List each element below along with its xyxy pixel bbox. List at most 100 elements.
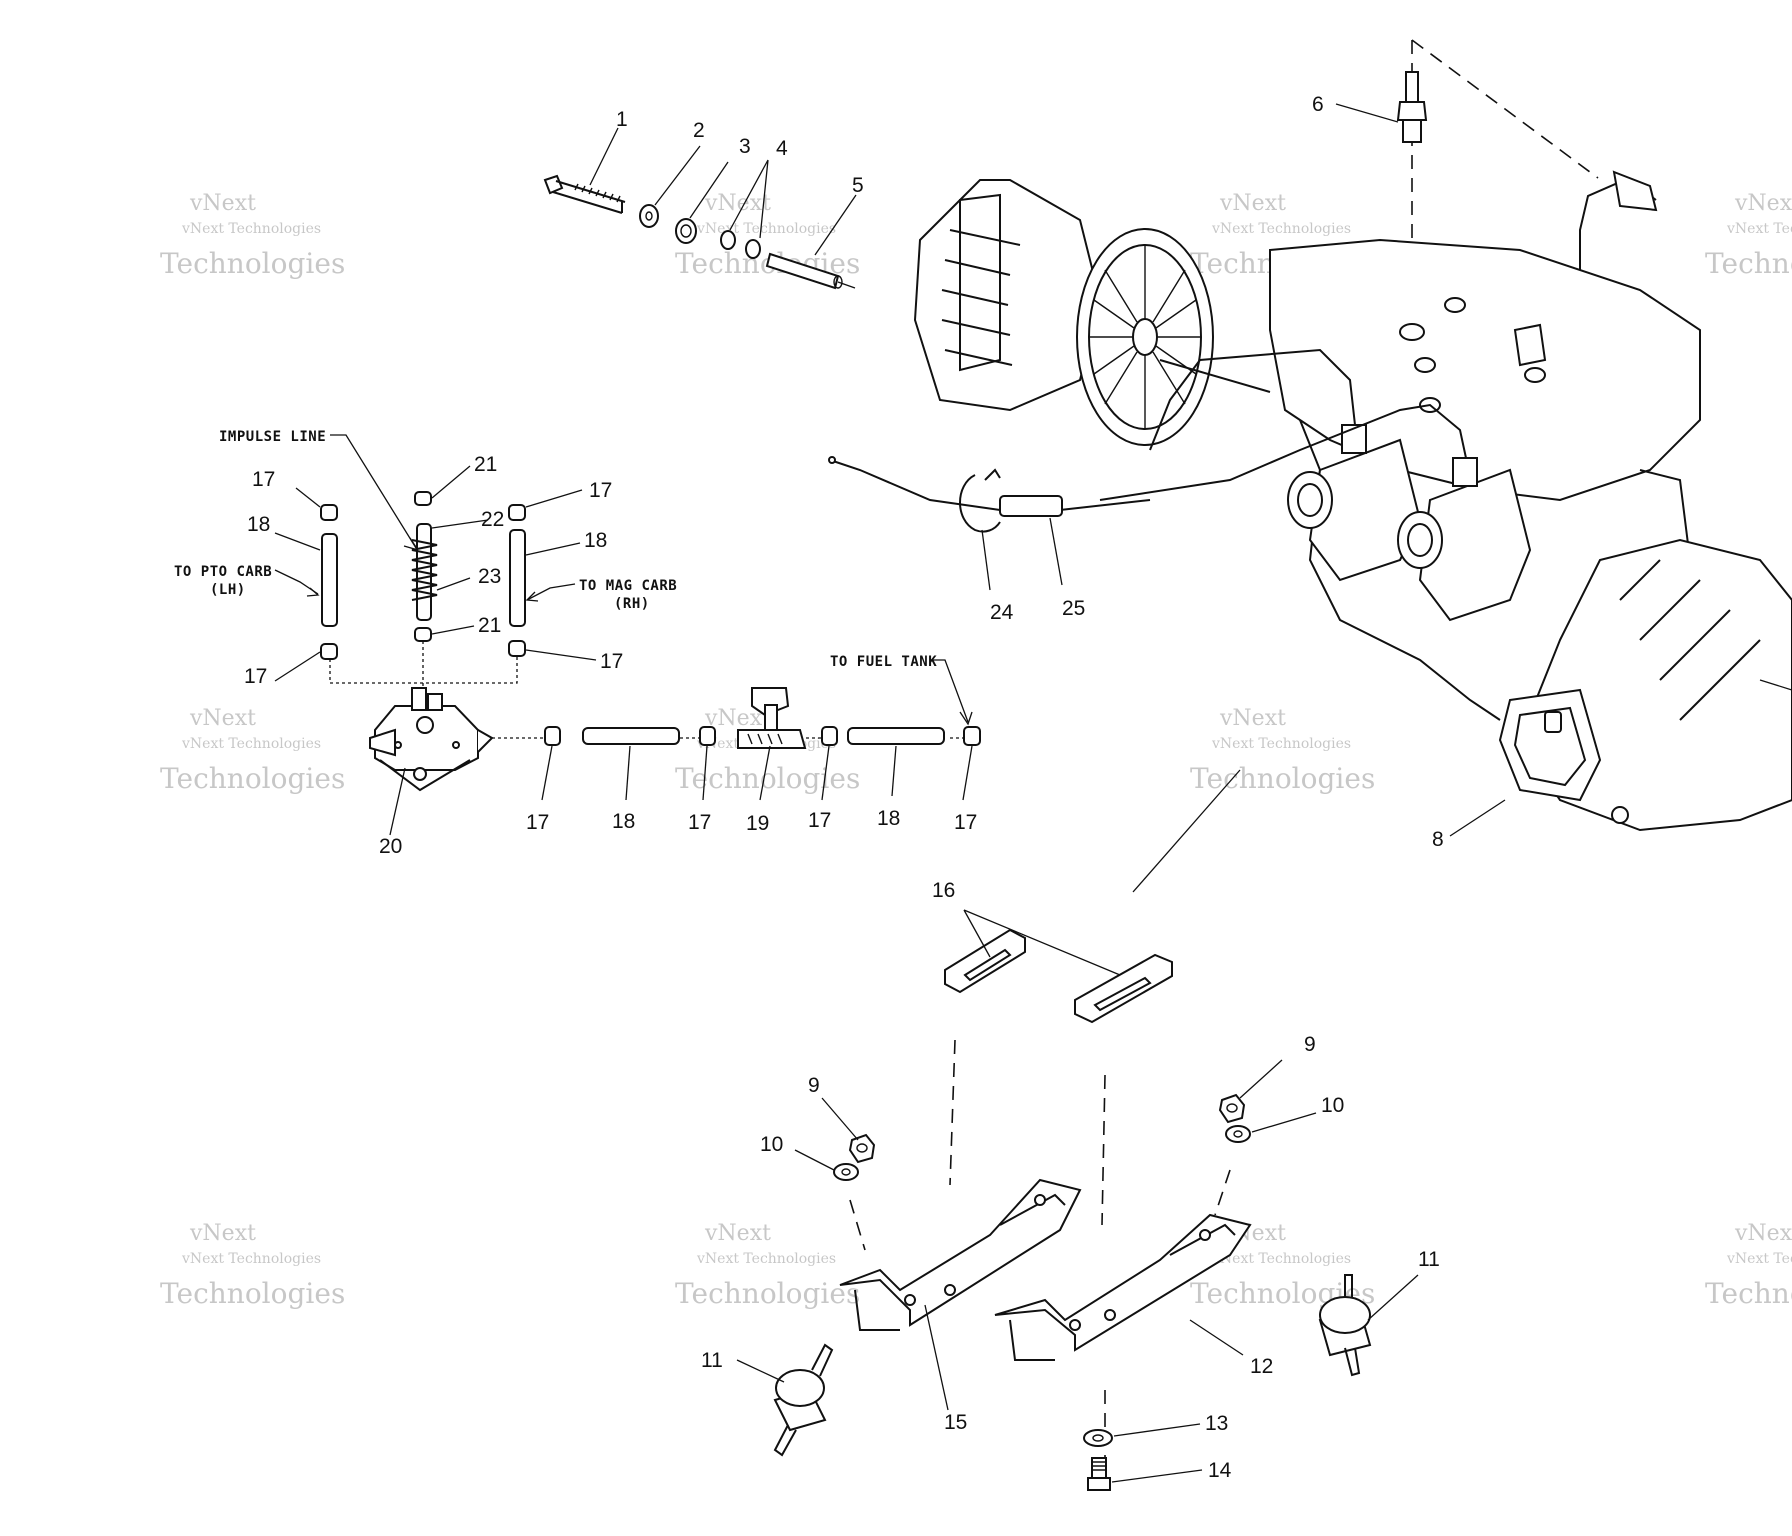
drive-clutch xyxy=(913,179,1271,446)
callout-14: 14 xyxy=(1208,1459,1232,1482)
callout-17-line-b: 17 xyxy=(688,811,711,834)
mount-plate-16-right xyxy=(1074,953,1173,1024)
watermark-line: vNext Technologies xyxy=(1211,736,1351,752)
callout-20: 20 xyxy=(379,835,402,858)
annotation-notes: IMPULSE LINE TO PTO CARB (LH) TO MAG CAR… xyxy=(174,429,937,670)
callout-10-left: 10 xyxy=(760,1133,783,1156)
callout-21-bottom: 21 xyxy=(478,614,501,637)
fitting-17-line-b xyxy=(699,726,716,746)
head-bolt xyxy=(1399,323,1425,341)
callout-24: 24 xyxy=(990,601,1014,624)
nut-9-left xyxy=(848,1133,876,1164)
callout-21-top: 21 xyxy=(474,453,497,476)
watermark-big: Technologies xyxy=(160,247,345,280)
callout-8: 8 xyxy=(1432,828,1444,851)
mount-bracket-15 xyxy=(839,1178,1082,1331)
recoil-starter-8 xyxy=(1498,538,1792,832)
callout-11-right: 11 xyxy=(1418,1248,1440,1271)
cable-sleeve-25 xyxy=(999,495,1063,517)
callout-25: 25 xyxy=(1062,597,1085,620)
callout-17-top-right: 17 xyxy=(589,479,612,502)
callout-17-bottom-right: 17 xyxy=(600,650,623,673)
callout-3: 3 xyxy=(739,135,751,158)
callout-18-line-b: 18 xyxy=(877,807,900,830)
watermark-big: Technologies xyxy=(160,1277,345,1310)
callout-4: 4 xyxy=(776,137,788,160)
watermark-big: Technologies xyxy=(160,762,345,795)
note-mag-side: (RH) xyxy=(614,596,650,612)
watermark-big: Technologies xyxy=(675,762,860,795)
washer-part-3 xyxy=(675,218,697,244)
fuel-pump-20 xyxy=(369,687,494,792)
watermark-brand: vNext xyxy=(189,1221,256,1246)
mount-bracket-12 xyxy=(994,1213,1252,1361)
callout-13: 13 xyxy=(1205,1412,1228,1435)
fuel-pump-system xyxy=(274,434,981,836)
watermark: vNext vNext Technologies Technologies xyxy=(160,1221,345,1310)
fitting-17-bottom-right xyxy=(508,640,526,657)
rubber-mount-11-right xyxy=(1318,1274,1372,1377)
watermark: vNext vNext Technologies Technologies xyxy=(675,1221,860,1310)
callout-17-line-c: 17 xyxy=(808,809,831,832)
fitting-21-top xyxy=(414,491,432,506)
note-pto-side: (LH) xyxy=(210,582,246,598)
watermark-line: vNext Technologies xyxy=(181,736,321,752)
callout-18-right: 18 xyxy=(584,529,607,552)
watermark-big: Technologies xyxy=(1705,247,1792,280)
note-to-mag-carb: TO MAG CARB xyxy=(579,578,677,594)
fitting-17-top-left xyxy=(320,504,338,521)
fitting-17-top-right xyxy=(508,504,526,521)
watermark-line: vNext Technologies xyxy=(1726,1251,1792,1267)
watermark-brand: vNext xyxy=(1219,191,1286,216)
callout-17-line-d: 17 xyxy=(954,811,977,834)
fitting-17-line-d xyxy=(963,726,981,746)
watermark: vNext vNext Technologies Technologies xyxy=(1190,706,1375,795)
callout-2: 2 xyxy=(693,119,705,142)
engine-mount xyxy=(736,769,1419,1491)
watermark: vNext vNext Technologies Technologies xyxy=(160,706,345,795)
watermark: vNext vNext Technologies Technologies xyxy=(675,706,860,795)
washer-part-2 xyxy=(639,204,659,228)
watermark: vNext vNext Technologies Technologies xyxy=(160,191,345,280)
fuel-filter-19 xyxy=(737,687,807,749)
callout-18-line-a: 18 xyxy=(612,810,635,833)
spark-plug-6 xyxy=(1335,71,1428,143)
engine-block xyxy=(1269,238,1701,721)
watermark-line: vNext Technologies xyxy=(1211,221,1351,237)
callout-19: 19 xyxy=(746,812,769,835)
watermark: vNext vNext Technologies Technologies xyxy=(1705,1221,1792,1310)
carburetor-pto xyxy=(1149,348,1422,582)
impulse-line-leader xyxy=(330,434,417,549)
watermark-brand: vNext xyxy=(189,191,256,216)
note-impulse-line: IMPULSE LINE xyxy=(219,429,326,445)
callout-15: 15 xyxy=(944,1411,967,1434)
watermark-brand: vNext xyxy=(1219,706,1286,731)
callout-9-right: 9 xyxy=(1304,1033,1316,1056)
note-to-pto-carb: TO PTO CARB xyxy=(174,564,272,580)
callout-16: 16 xyxy=(932,879,955,902)
washer-13 xyxy=(1083,1429,1113,1447)
watermark-brand: vNext xyxy=(704,191,771,216)
watermark-line: vNext Technologies xyxy=(1211,1251,1351,1267)
watermark-line: vNext Technologies xyxy=(696,221,836,237)
bolt-part-1 xyxy=(543,174,626,214)
watermark: vNext vNext Technologies Technologies xyxy=(1705,191,1792,280)
watermark-brand: vNext xyxy=(1734,191,1792,216)
fitting-17-line-a xyxy=(544,726,561,746)
callout-17-bottom-left: 17 xyxy=(244,665,267,688)
engine-assembly xyxy=(828,39,1792,837)
callout-17-line-a: 17 xyxy=(526,811,549,834)
hose-18-left xyxy=(321,533,338,627)
watermark-big: Technologies xyxy=(1705,1277,1792,1310)
rubber-mount-11-left xyxy=(773,1343,834,1457)
callout-1: 1 xyxy=(616,108,628,131)
callout-23: 23 xyxy=(478,565,501,588)
watermark-brand: vNext xyxy=(1734,1221,1792,1246)
watermark-line: vNext Technologies xyxy=(1726,221,1792,237)
callout-12: 12 xyxy=(1250,1355,1273,1378)
callout-9-left: 9 xyxy=(808,1074,820,1097)
hose-18-right xyxy=(509,529,526,627)
washer-10-right xyxy=(1225,1125,1251,1143)
watermark-big: Technologies xyxy=(1190,762,1375,795)
